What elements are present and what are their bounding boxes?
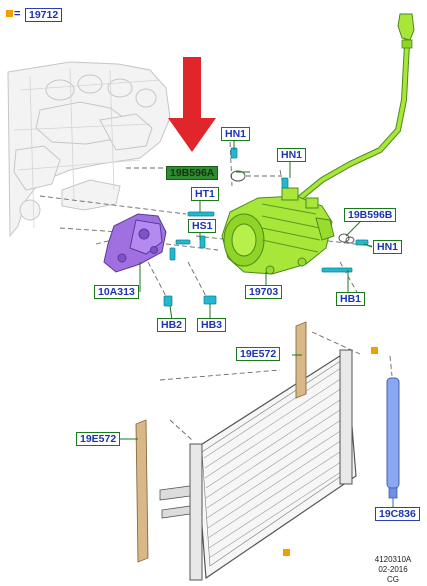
callout-hb2[interactable]: HB2 bbox=[157, 318, 187, 332]
seal-ring bbox=[230, 170, 355, 244]
callout-hb3[interactable]: HB3 bbox=[197, 318, 227, 332]
callout-19b596a[interactable]: 19B596A bbox=[166, 166, 219, 180]
callout-10a313[interactable]: 10A313 bbox=[94, 285, 139, 299]
orange-marker-19c836 bbox=[371, 347, 378, 354]
red-arrow-icon bbox=[168, 57, 216, 152]
ac-hose bbox=[297, 13, 415, 201]
ac-compressor bbox=[221, 187, 335, 275]
callout-hn1-top[interactable]: HN1 bbox=[221, 127, 251, 141]
callout-hn1-right[interactable]: HN1 bbox=[373, 240, 403, 254]
footer-date: 02-2016 bbox=[378, 565, 408, 574]
engine-block bbox=[7, 61, 171, 238]
condenser bbox=[159, 349, 357, 581]
callout-19e572-top[interactable]: 19E572 bbox=[236, 347, 281, 361]
callout-19e572-left[interactable]: 19E572 bbox=[76, 432, 121, 446]
engine-detail-lines bbox=[13, 67, 161, 229]
receiver-drier bbox=[386, 377, 400, 506]
condenser-seal-right bbox=[295, 321, 307, 399]
condenser-seal-left bbox=[135, 419, 149, 563]
footer-code: 4120310A bbox=[374, 555, 412, 564]
orange-marker-bottom bbox=[283, 549, 290, 556]
orange-marker-top bbox=[6, 10, 13, 17]
ref-equals-sign: = bbox=[14, 8, 21, 20]
ref-19712-label[interactable]: 19712 bbox=[25, 8, 63, 22]
callout-ht1[interactable]: HT1 bbox=[191, 187, 219, 201]
callout-19c836[interactable]: 19C836 bbox=[375, 507, 420, 521]
callout-hn1-mid[interactable]: HN1 bbox=[277, 148, 307, 162]
footer-author: CG bbox=[387, 575, 399, 584]
callout-19703[interactable]: 19703 bbox=[245, 285, 283, 299]
callout-hb1[interactable]: HB1 bbox=[336, 292, 366, 306]
fasteners bbox=[163, 147, 369, 307]
callout-19b596b[interactable]: 19B596B bbox=[344, 208, 397, 222]
callout-hs1[interactable]: HS1 bbox=[188, 219, 217, 233]
compressor-bracket bbox=[103, 213, 167, 273]
